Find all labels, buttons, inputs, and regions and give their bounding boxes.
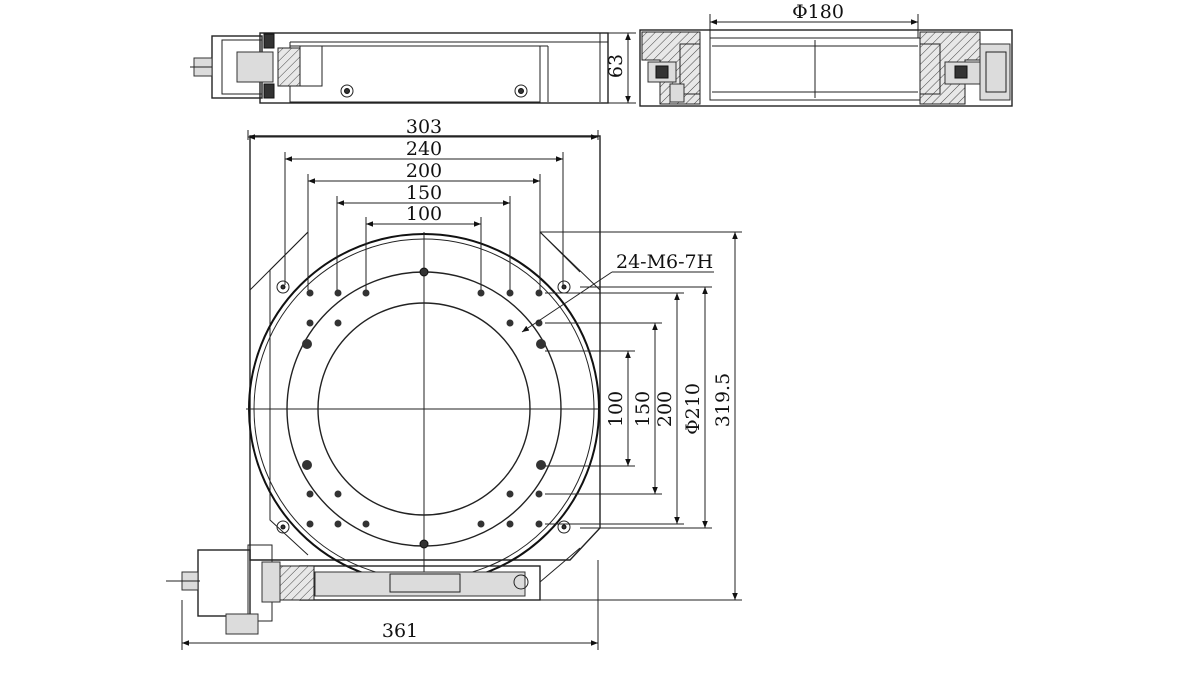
hole-callout: 24-M6-7H [521, 251, 714, 333]
dim-240: 240 [406, 138, 442, 160]
dim-v-200: 200 [654, 391, 676, 427]
vertical-dimensions: 100 150 200 Φ210 319.5 [540, 231, 742, 601]
section-view: Φ180 [639, 1, 1013, 107]
dim-150: 150 [406, 182, 442, 204]
dim-diameter-180: Φ180 [792, 1, 844, 23]
horizontal-dimensions: 303 240 200 150 100 361 [181, 116, 599, 650]
dim-361: 361 [382, 620, 418, 642]
plan-view: 303 240 200 150 100 361 [166, 116, 742, 650]
dim-303: 303 [406, 116, 442, 138]
hole-callout-label: 24-M6-7H [616, 251, 713, 273]
dim-200: 200 [406, 160, 442, 182]
dim-v-100: 100 [605, 391, 627, 427]
dim-v-150: 150 [632, 391, 654, 427]
dim-100: 100 [406, 203, 442, 225]
dim-v-319-5: 319.5 [712, 373, 734, 427]
tapped-holes [302, 289, 546, 528]
side-view: 63 [190, 32, 636, 104]
dim-height-63: 63 [605, 54, 627, 78]
dim-v-diameter-210: Φ210 [682, 383, 704, 435]
